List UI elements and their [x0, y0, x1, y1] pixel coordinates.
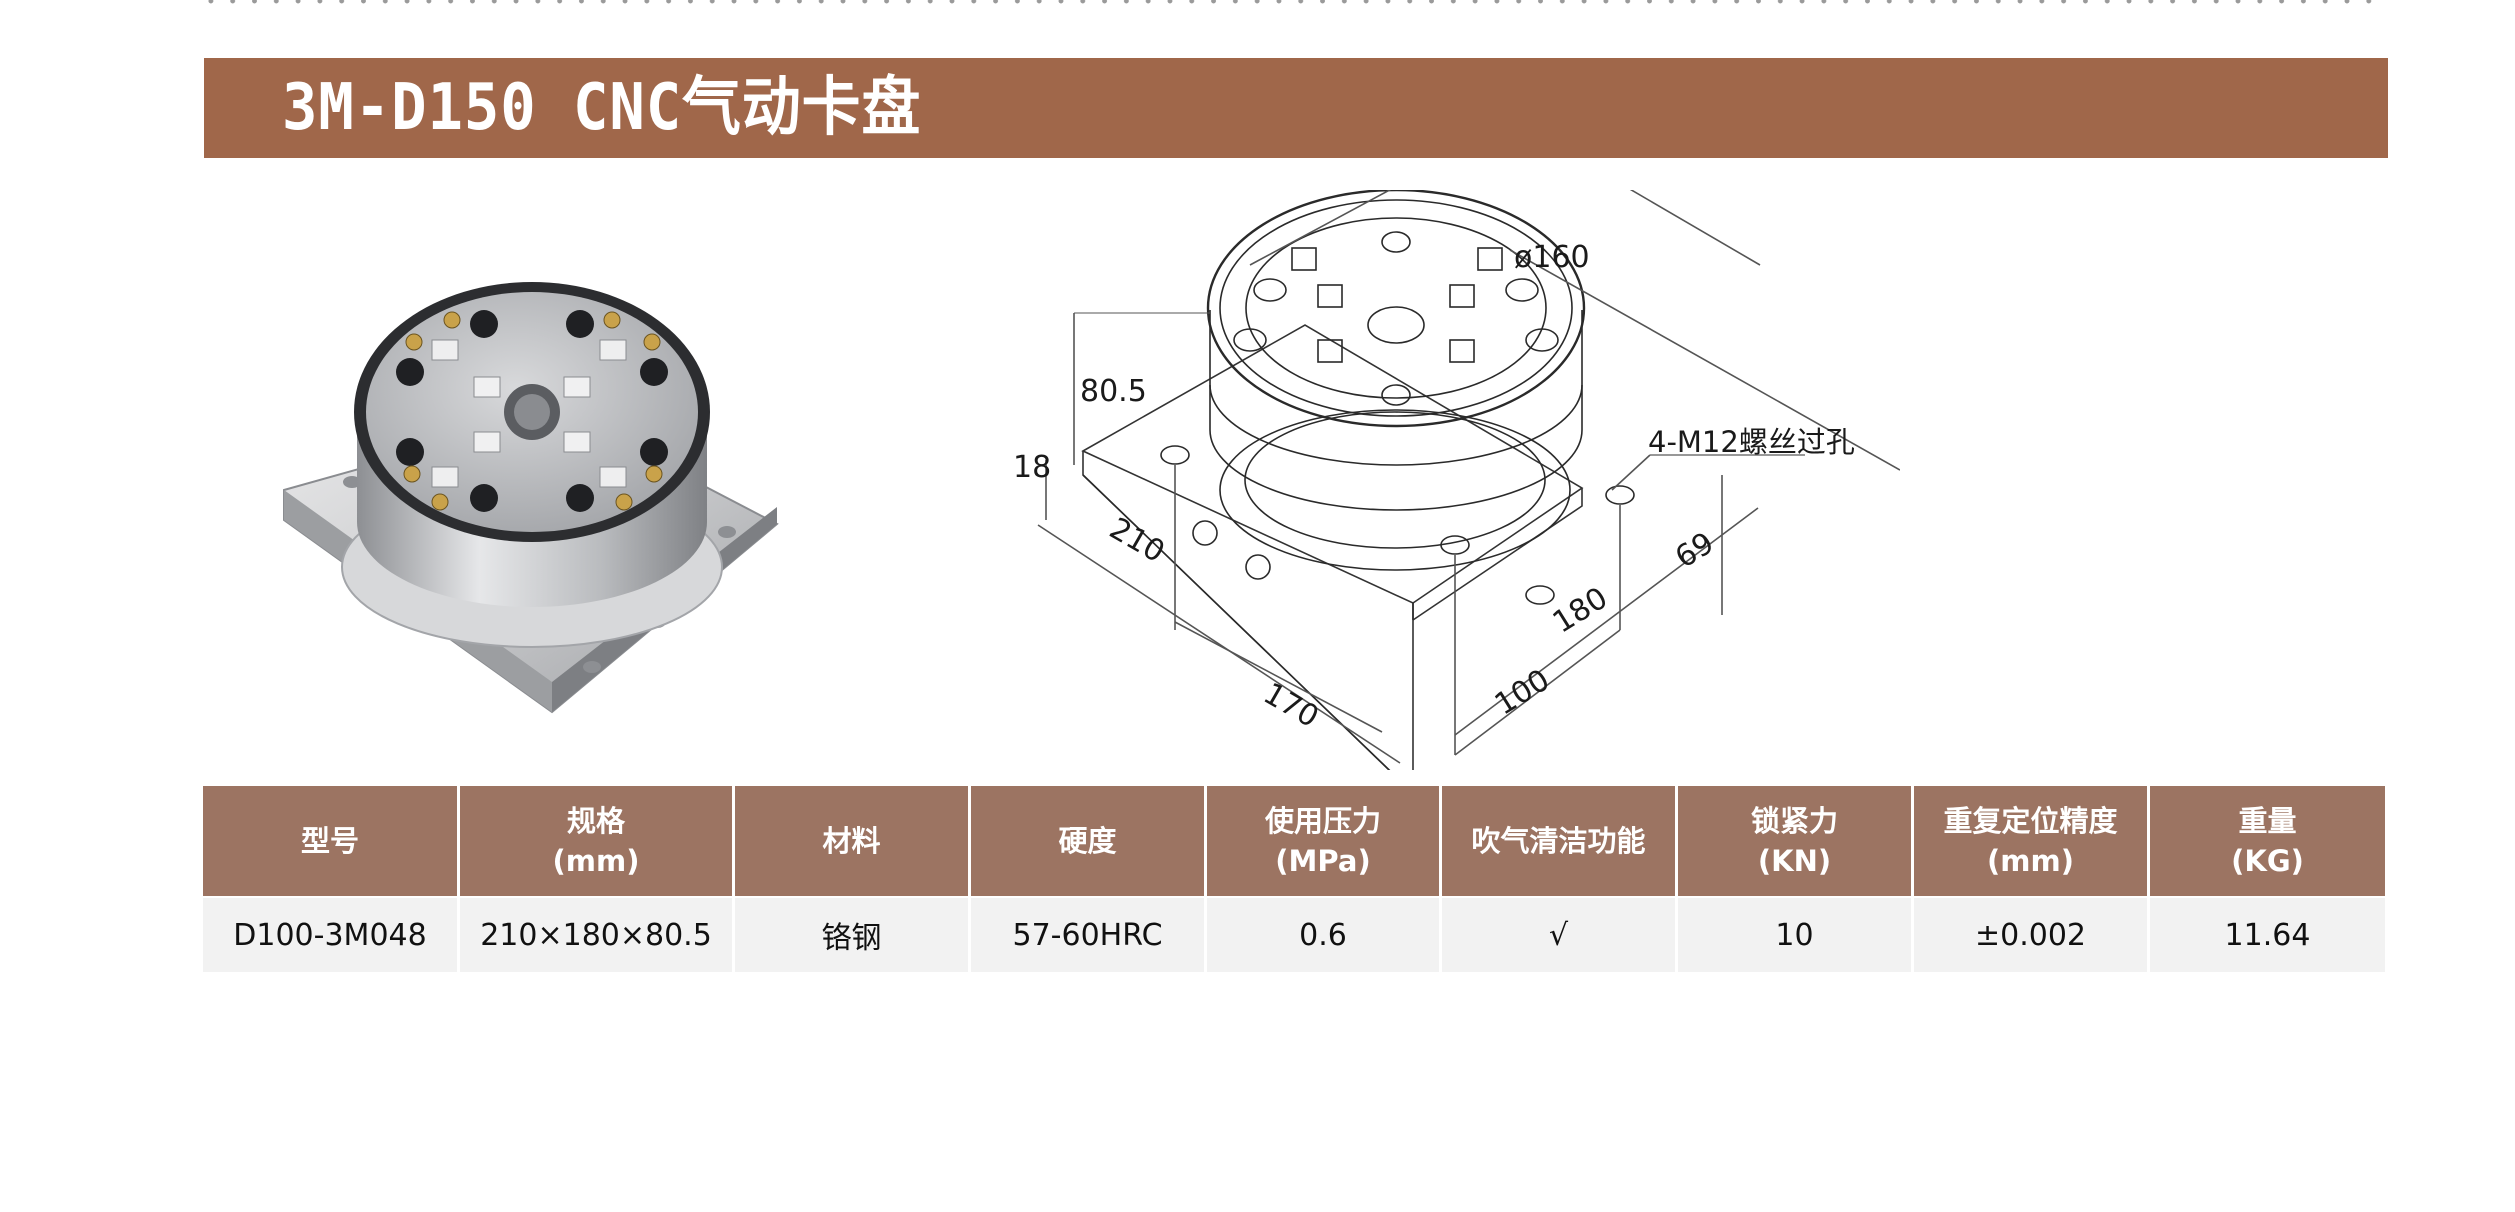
title-banner: 3M-D150 CNC气动卡盘: [204, 58, 2388, 158]
header-repeatability: 重复定位精度(mm): [1914, 786, 2150, 898]
spec-table: 型号 规格(mm) 材料 硬度 使用压力(MPa) 吹气清洁功能 锁紧力(KN)…: [203, 786, 2385, 972]
cell-repeatability: ±0.002: [1914, 898, 2150, 972]
dimension-total-height: 80.5: [1080, 374, 1147, 409]
cell-hardness: 57-60HRC: [971, 898, 1207, 972]
header-size: 规格(mm): [460, 786, 735, 898]
header-material: 材料: [735, 786, 971, 898]
cell-weight: 11.64: [2150, 898, 2385, 972]
cell-model: D100-3M048: [203, 898, 460, 972]
dimension-diameter: ø160: [1514, 240, 1590, 275]
table-header-row: 型号 规格(mm) 材料 硬度 使用压力(MPa) 吹气清洁功能 锁紧力(KN)…: [203, 786, 2385, 898]
cell-size: 210×180×80.5: [460, 898, 735, 972]
callout-mounting-holes: 4-M12螺丝过孔: [1648, 425, 1855, 459]
dimension-plate-thickness: 18: [1013, 450, 1052, 485]
table-row: D100-3M048 210×180×80.5 铬钢 57-60HRC 0.6 …: [203, 898, 2385, 972]
page-title: 3M-D150 CNC气动卡盘: [282, 71, 922, 145]
header-clamping-force: 锁紧力(KN): [1678, 786, 1914, 898]
header-pressure: 使用压力(MPa): [1207, 786, 1442, 898]
chuck-render-image: [283, 282, 779, 714]
product-photo: [262, 262, 802, 732]
header-hardness: 硬度: [971, 786, 1207, 898]
cell-material: 铬钢: [735, 898, 971, 972]
dotted-divider: [200, 0, 2384, 6]
technical-drawing-lines: [1037, 119, 1901, 795]
header-model: 型号: [203, 786, 460, 898]
header-weight: 重量(KG): [2150, 786, 2385, 898]
dimension-drawing: ø160 80.5 18 210 170 180 100 69 4-M12螺丝过…: [1000, 119, 1901, 795]
header-air-blow: 吹气清洁功能: [1442, 786, 1678, 898]
cell-air-blow: √: [1442, 898, 1678, 972]
cell-pressure: 0.6: [1207, 898, 1442, 972]
cell-clamping-force: 10: [1678, 898, 1914, 972]
